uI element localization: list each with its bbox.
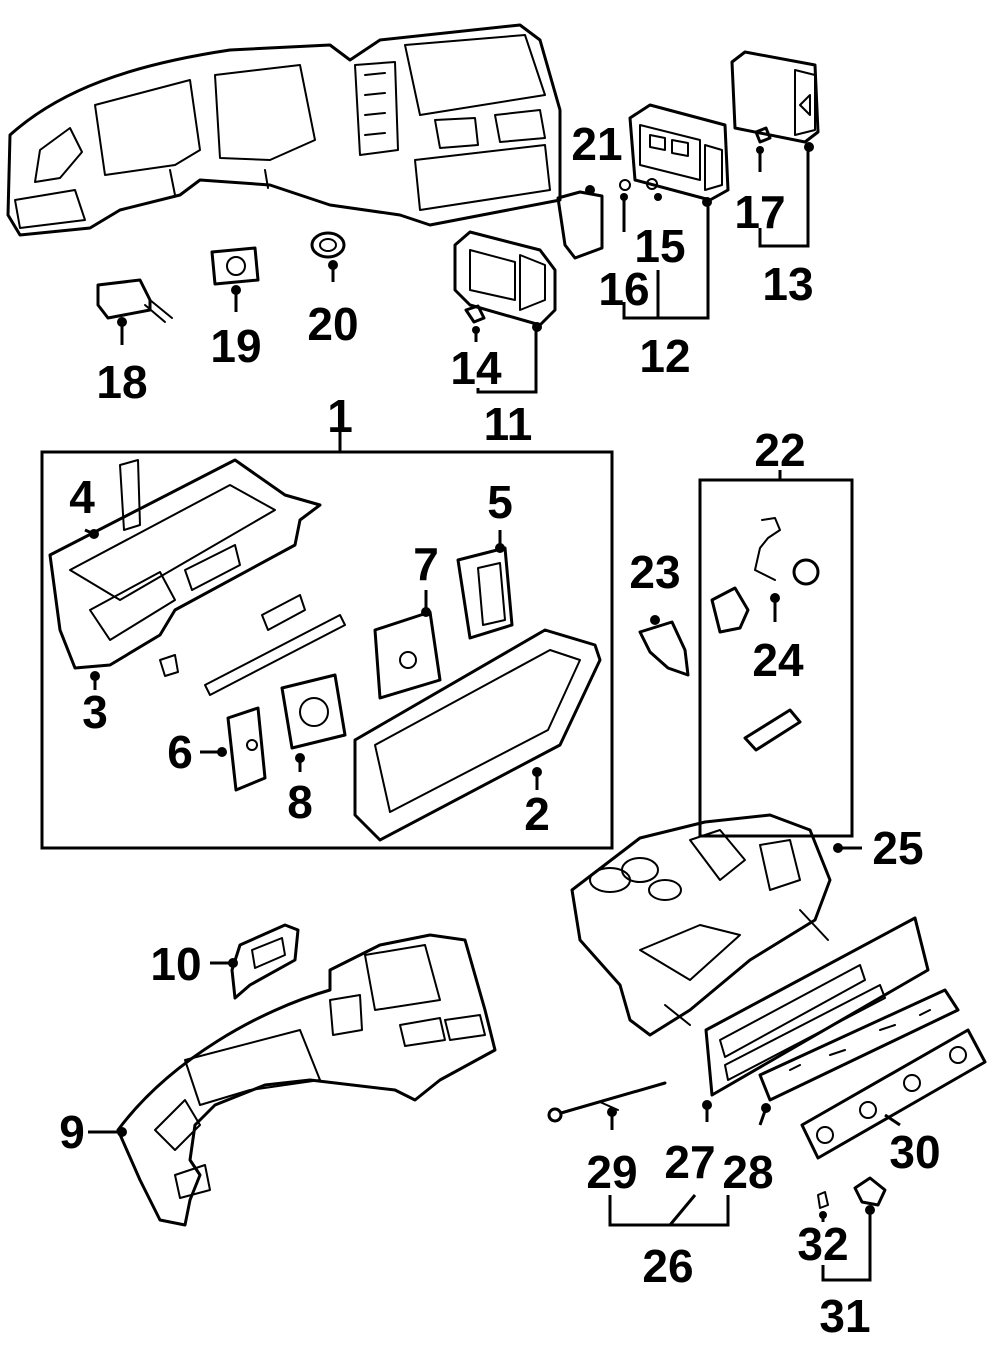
callout-2: 2 bbox=[524, 788, 550, 840]
part-27-control-panel bbox=[702, 916, 930, 1122]
part-11-switch bbox=[453, 230, 557, 394]
callout-31: 31 bbox=[819, 1290, 870, 1342]
callout-labels: 1 2 3 4 5 6 7 8 9 10 11 12 13 14 15 16 1… bbox=[59, 118, 940, 1342]
part-5-gauge bbox=[456, 530, 514, 640]
cluster-strip-pieces bbox=[204, 594, 346, 696]
part-31-knob bbox=[817, 1176, 887, 1282]
callout-20: 20 bbox=[307, 298, 358, 350]
callout-28: 28 bbox=[722, 1146, 773, 1198]
part-13-hazard-switch bbox=[730, 50, 820, 248]
callout-16: 16 bbox=[598, 263, 649, 315]
part-26-bracket-lines bbox=[608, 1194, 730, 1227]
dash-bezel-upper bbox=[6, 23, 562, 237]
part-28-faceplate bbox=[758, 988, 960, 1126]
callout-6: 6 bbox=[167, 726, 193, 778]
callout-19: 19 bbox=[210, 320, 261, 372]
cluster-box bbox=[40, 418, 614, 850]
part-18-switch bbox=[96, 278, 173, 345]
callout-14: 14 bbox=[450, 342, 502, 394]
callout-17: 17 bbox=[734, 186, 785, 238]
callout-3: 3 bbox=[82, 686, 108, 738]
callout-13: 13 bbox=[762, 258, 813, 310]
callout-30: 30 bbox=[889, 1126, 940, 1178]
callout-27: 27 bbox=[664, 1136, 715, 1188]
callout-11: 11 bbox=[484, 398, 533, 450]
part-6-gauge bbox=[200, 706, 267, 792]
callout-23: 23 bbox=[629, 546, 680, 598]
callout-8: 8 bbox=[287, 776, 313, 828]
part-7-gauge bbox=[373, 590, 442, 700]
part-3-cluster-housing bbox=[48, 458, 322, 690]
callout-25: 25 bbox=[872, 822, 923, 874]
callout-18: 18 bbox=[96, 356, 147, 408]
callout-5: 5 bbox=[487, 476, 513, 528]
callout-4: 4 bbox=[69, 471, 95, 523]
callout-15: 15 bbox=[634, 220, 685, 272]
callout-7: 7 bbox=[413, 538, 439, 590]
part-23-clip bbox=[638, 615, 690, 677]
part-29-cable bbox=[547, 1081, 667, 1130]
part-10-vent bbox=[210, 923, 300, 1000]
part-19-sensor bbox=[210, 246, 260, 312]
callout-26: 26 bbox=[642, 1240, 693, 1292]
part-21-bracket bbox=[556, 185, 604, 260]
part-12-switch-assembly bbox=[619, 103, 730, 320]
callout-29: 29 bbox=[586, 1146, 637, 1198]
part-8-gauge bbox=[280, 673, 347, 772]
part-2-cluster-lens bbox=[353, 628, 602, 842]
callout-1: 1 bbox=[327, 390, 353, 442]
part-9-dash-bezel-lower bbox=[88, 933, 497, 1227]
callout-22: 22 bbox=[754, 424, 805, 476]
callout-12: 12 bbox=[639, 330, 690, 382]
callout-10: 10 bbox=[150, 938, 201, 990]
part-20-knob bbox=[310, 231, 346, 282]
callout-9: 9 bbox=[59, 1106, 85, 1158]
callout-32: 32 bbox=[797, 1218, 848, 1270]
callout-24: 24 bbox=[752, 634, 804, 686]
callout-21: 21 bbox=[571, 118, 622, 170]
part-30-knob-plate bbox=[800, 1028, 987, 1160]
kit-22-box bbox=[698, 470, 854, 838]
part-25-control-housing bbox=[570, 813, 862, 1037]
